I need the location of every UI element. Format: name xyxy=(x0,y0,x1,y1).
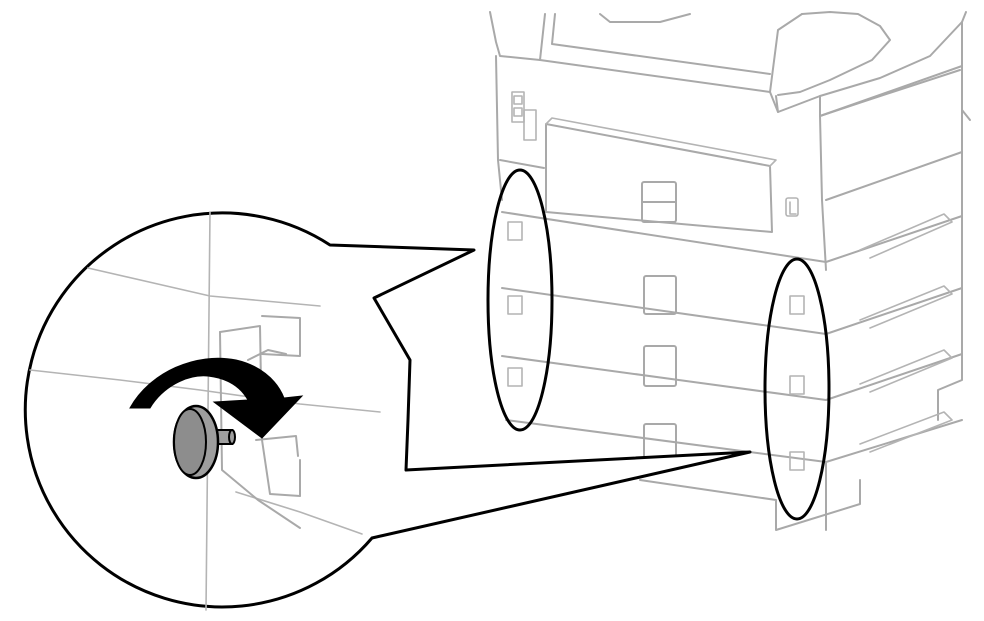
side-latch-icon xyxy=(785,197,799,217)
printer-top-unit xyxy=(489,11,971,121)
connector-port-icon xyxy=(511,91,525,123)
cassette-label-2 xyxy=(643,275,677,315)
magnifier-callout-icon xyxy=(23,211,752,611)
cassette-label-3 xyxy=(643,345,677,387)
highlight-ellipse-icon-right xyxy=(763,257,831,521)
thumb-screw-icon xyxy=(172,404,236,480)
highlight-ellipse-icon-left xyxy=(486,168,554,432)
right-label-holders xyxy=(789,295,805,471)
left-label-holders xyxy=(507,221,523,387)
printer-body xyxy=(495,55,963,271)
label-holder-bracket xyxy=(219,325,301,497)
callout-detail xyxy=(29,211,381,611)
rear-cover xyxy=(545,123,773,233)
rotation-arrow-icon xyxy=(129,357,304,439)
